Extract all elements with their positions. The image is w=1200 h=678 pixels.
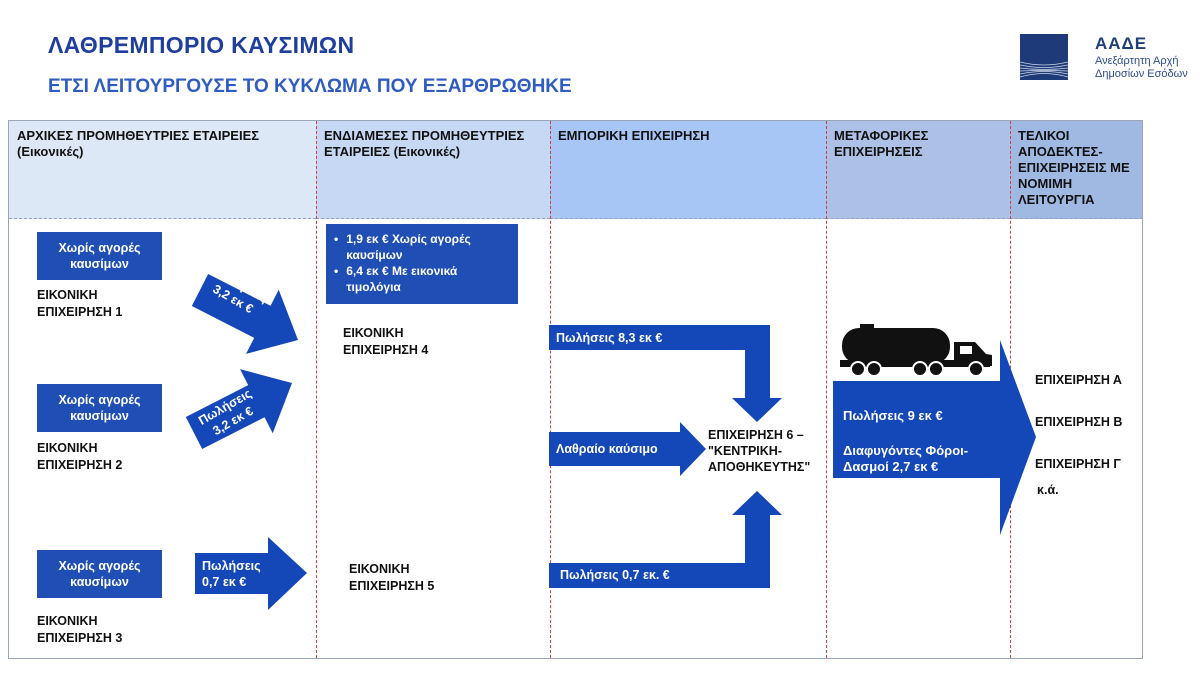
logo-subtitle: Ανεξάρτητη Αρχή Δημοσίων Εσόδων: [1095, 55, 1200, 81]
recipient-others: κ.ά.: [1037, 483, 1059, 497]
no-purchases-box-1: Χωρίς αγορές καυσίμων: [37, 232, 162, 280]
sales-arrow-3: [195, 537, 307, 610]
column-divider: [826, 121, 827, 658]
bullet-text: 6,4 εκ € Με εικονικά τιμολόγια: [346, 264, 458, 294]
bullet-text: 1,9 εκ € Χωρίς αγορές καυσίμων: [346, 232, 471, 262]
page-title: ΛΑΘΡΕΜΠΟΡΙΟ ΚΑΥΣΙΜΩΝ: [48, 32, 355, 58]
fictitious-firm-5: ΕΙΚΟΝΙΚΗ ΕΠΙΧΕΙΡΗΣΗ 5: [349, 562, 435, 593]
fictitious-firm-3: ΕΙΚΟΝΙΚΗ ΕΠΙΧΕΙΡΗΣΗ 3: [37, 614, 123, 645]
contraband-label: Λαθραίο καύσιμο: [556, 442, 658, 456]
contraband-arrow: [549, 422, 706, 476]
transport-sales-label: Πωλήσεις 9 εκ €: [843, 408, 943, 423]
recipient-c: ΕΠΙΧΕΙΡΗΣΗ Γ: [1035, 457, 1121, 471]
central-storage-firm: ΕΠΙΧΕΙΡΗΣΗ 6 – "ΚΕΝΤΡΙΚΗ-ΑΠΟΘΗΚΕΥΤΗΣ": [708, 428, 811, 474]
flow-table: ΑΡΧΙΚΕΣ ΠΡΟΜΗΘΕΥΤΡΙΕΣ ΕΤΑΙΡΕΙΕΣ (Εικονικ…: [8, 120, 1143, 659]
sales-arrow-0-7: [549, 491, 782, 588]
recipient-b: ΕΠΙΧΕΙΡΗΣΗ Β: [1035, 415, 1123, 429]
column-header-transport: ΜΕΤΑΦΟΡΙΚΕΣ ΕΠΙΧΕΙΡΗΣΕΙΣ: [826, 121, 1010, 219]
intermediate-summary-box: •1,9 εκ € Χωρίς αγορές καυσίμων •6,4 εκ …: [326, 224, 518, 304]
sales-arrow-8-3: [549, 325, 782, 422]
column-header-trading-company: ΕΜΠΟΡΙΚΗ ΕΠΙΧΕΙΡΗΣΗ: [550, 121, 826, 219]
sales-arrow-1: [191, 273, 299, 354]
big-delivery-arrow: [833, 340, 1036, 535]
sales-0-7-label: Πωλήσεις 0,7 εκ. €: [560, 568, 670, 582]
column-header-initial-suppliers: ΑΡΧΙΚΕΣ ΠΡΟΜΗΘΕΥΤΡΙΕΣ ΕΤΑΙΡΕΙΕΣ (Εικονικ…: [9, 121, 316, 219]
evaded-taxes-label: Διαφυγόντες Φόροι-Δασμοί 2,7 εκ €: [843, 443, 969, 474]
bullet-item: •1,9 εκ € Χωρίς αγορές καυσίμων: [334, 231, 510, 263]
logo-line-1: Ανεξάρτητη Αρχή: [1095, 55, 1179, 67]
sales-8-3-label: Πωλήσεις 8,3 εκ €: [556, 331, 663, 345]
page-subtitle: ΕΤΣΙ ΛΕΙΤΟΥΡΓΟΥΣΕ ΤΟ ΚΥΚΛΩΜΑ ΠΟΥ ΕΞΑΡΘΡΩ…: [48, 76, 572, 97]
fictitious-firm-1: ΕΙΚΟΝΙΚΗ ΕΠΙΧΕΙΡΗΣΗ 1: [37, 288, 123, 319]
recipient-a: ΕΠΙΧΕΙΡΗΣΗ Α: [1035, 373, 1122, 387]
no-purchases-box-2: Χωρίς αγορές καυσίμων: [37, 384, 162, 432]
fictitious-firm-2: ΕΙΚΟΝΙΚΗ ΕΠΙΧΕΙΡΗΣΗ 2: [37, 441, 123, 472]
header-text: ΑΡΧΙΚΕΣ ΠΡΟΜΗΘΕΥΤΡΙΕΣ ΕΤΑΙΡΕΙΕΣ: [17, 128, 260, 143]
sales-arrow-3-label: Πωλήσεις 0,7 εκ €: [202, 559, 261, 589]
no-purchases-box-3: Χωρίς αγορές καυσίμων: [37, 550, 162, 598]
fictitious-firm-4: ΕΙΚΟΝΙΚΗ ΕΠΙΧΕΙΡΗΣΗ 4: [343, 326, 429, 357]
column-divider: [550, 121, 551, 658]
column-header-intermediate-suppliers: ΕΝΔΙΑΜΕΣΕΣ ΠΡΟΜΗΘΕΥΤΡΙΕΣ ΕΤΑΙΡΕΙΕΣ (Εικο…: [316, 121, 550, 219]
bullet-item: •6,4 εκ € Με εικονικά τιμολόγια: [334, 263, 510, 295]
column-header-final-recipients: ΤΕΛΙΚΟΙ ΑΠΟΔΕΚΤΕΣ-ΕΠΙΧΕΙΡΗΣΕΙΣ ΜΕ ΝΟΜΙΜΗ…: [1010, 121, 1142, 219]
logo-line-2: Δημοσίων Εσόδων: [1095, 68, 1188, 80]
aade-logo-icon: [1020, 34, 1068, 80]
header-subtext: (Εικονικές): [17, 144, 84, 159]
logo-name: ΑΑΔΕ: [1095, 34, 1148, 53]
sales-arrow-2: [185, 369, 293, 450]
column-divider: [316, 121, 317, 658]
tanker-truck-icon: [840, 324, 992, 377]
